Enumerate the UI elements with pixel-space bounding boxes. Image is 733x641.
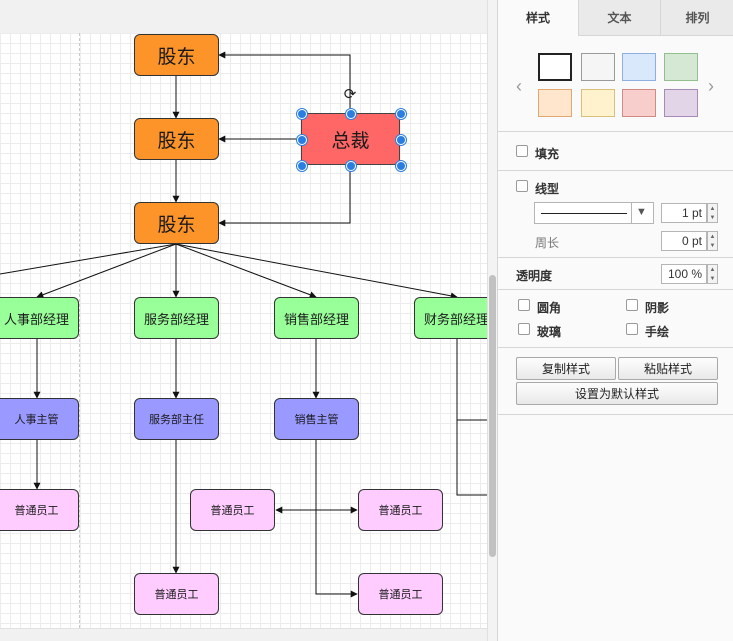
opacity-label: 透明度 <box>516 269 553 283</box>
copy-style-button[interactable]: 复制样式 <box>516 357 616 380</box>
staff-node[interactable]: 普通员工 <box>134 573 219 615</box>
style-swatch[interactable] <box>538 89 572 117</box>
edge-salessup-staff5 <box>315 440 358 598</box>
edge-ceo-sh1 <box>218 51 351 113</box>
scrollbar-thumb[interactable] <box>489 275 496 557</box>
format-panel: 样式 文本 排列 ‹ › 填充 线型 ▼ 1 pt ▲▼ 周长 0 pt ▲▼ … <box>497 0 733 641</box>
resize-handle-s[interactable] <box>346 161 356 171</box>
tab-arrange[interactable]: 排列 <box>660 0 733 36</box>
chevron-down-icon: ▼ <box>636 206 647 218</box>
chevron-right-icon[interactable]: › <box>708 76 714 96</box>
style-swatch[interactable] <box>622 89 656 117</box>
sales-manager-node[interactable]: 销售部经理 <box>274 297 359 339</box>
edge-ceo-sh3 <box>218 165 351 227</box>
line-checkbox[interactable] <box>516 180 528 192</box>
edge-sh3-finance <box>175 243 458 300</box>
divider <box>498 414 733 415</box>
resize-handle-sw[interactable] <box>297 161 307 171</box>
rounded-checkbox[interactable] <box>518 299 530 311</box>
divider <box>498 170 733 171</box>
chevron-left-icon[interactable]: ‹ <box>516 76 522 96</box>
canvas-vertical-scrollbar[interactable] <box>487 0 498 641</box>
tab-style[interactable]: 样式 <box>498 0 578 36</box>
service-director-node[interactable]: 服务部主任 <box>134 398 219 440</box>
style-swatch[interactable] <box>622 53 656 81</box>
line-label: 线型 <box>535 182 560 196</box>
staff-node[interactable]: 普通员工 <box>358 573 443 615</box>
edge-sh3-hr <box>36 243 177 299</box>
staff-node[interactable]: 普通员工 <box>358 489 443 531</box>
finance-manager-node[interactable]: 财务部经理 <box>414 297 487 339</box>
resize-handle-se[interactable] <box>396 161 406 171</box>
style-swatch[interactable] <box>581 89 615 117</box>
page-break-line <box>79 33 80 628</box>
divider <box>498 257 733 258</box>
style-swatch[interactable] <box>664 53 698 81</box>
sketch-checkbox[interactable] <box>626 323 638 335</box>
rotate-icon[interactable]: ⟳ <box>343 85 357 103</box>
ceo-node[interactable]: 总裁 <box>301 113 400 165</box>
set-default-style-button[interactable]: 设置为默认样式 <box>516 382 718 405</box>
glass-label: 玻璃 <box>537 325 562 339</box>
resize-handle-w[interactable] <box>297 135 307 145</box>
resize-handle-n[interactable] <box>346 109 356 119</box>
sketch-label: 手绘 <box>645 325 670 339</box>
canvas-bottom-bar <box>0 628 487 641</box>
fill-label: 填充 <box>535 147 560 161</box>
sales-supervisor-node[interactable]: 销售主管 <box>274 398 359 440</box>
perimeter-label: 周长 <box>535 236 560 250</box>
staff-node[interactable]: 普通员工 <box>190 489 275 531</box>
diagram-canvas[interactable]: 股东 股东 股东 总裁 人事部经理 服务部经理 销售部经理 财务部经理 人事主管… <box>0 0 487 641</box>
rounded-label: 圆角 <box>537 301 562 315</box>
fill-checkbox[interactable] <box>516 145 528 157</box>
edge-sh3-sales <box>175 243 317 299</box>
tab-text[interactable]: 文本 <box>578 0 660 36</box>
format-tabs: 样式 文本 排列 <box>498 0 733 37</box>
shareholder-node[interactable]: 股东 <box>134 118 219 160</box>
divider <box>498 347 733 348</box>
opacity-stepper[interactable]: ▲▼ <box>707 264 718 284</box>
style-swatch[interactable] <box>664 89 698 117</box>
service-manager-node[interactable]: 服务部经理 <box>134 297 219 339</box>
resize-handle-nw[interactable] <box>297 109 307 119</box>
shareholder-node[interactable]: 股东 <box>134 202 219 244</box>
paste-style-button[interactable]: 粘贴样式 <box>618 357 718 380</box>
hr-manager-node[interactable]: 人事部经理 <box>0 297 79 339</box>
perimeter-input[interactable]: 0 pt <box>661 231 707 251</box>
staff-node[interactable]: 普通员工 <box>0 489 79 531</box>
edge-finance-right-1 <box>456 339 487 421</box>
dropdown-divider <box>631 203 632 223</box>
line-width-stepper[interactable]: ▲▼ <box>707 203 718 223</box>
divider <box>498 131 733 132</box>
shareholder-node[interactable]: 股东 <box>134 34 219 76</box>
resize-handle-e[interactable] <box>396 135 406 145</box>
edge-finance-right-2 <box>456 420 487 496</box>
shadow-checkbox[interactable] <box>626 299 638 311</box>
line-width-input[interactable]: 1 pt <box>661 203 707 223</box>
shadow-label: 阴影 <box>645 301 670 315</box>
edge-sh3-left <box>0 243 177 275</box>
opacity-input[interactable]: 100 % <box>661 264 707 284</box>
style-swatch[interactable] <box>538 53 572 81</box>
divider <box>498 289 733 290</box>
style-swatch[interactable] <box>581 53 615 81</box>
perimeter-stepper[interactable]: ▲▼ <box>707 231 718 251</box>
line-pattern-preview <box>541 213 627 214</box>
line-pattern-select[interactable]: ▼ <box>534 202 654 224</box>
hr-supervisor-node[interactable]: 人事主管 <box>0 398 79 440</box>
glass-checkbox[interactable] <box>518 323 530 335</box>
resize-handle-ne[interactable] <box>396 109 406 119</box>
connector-layer <box>0 51 487 598</box>
